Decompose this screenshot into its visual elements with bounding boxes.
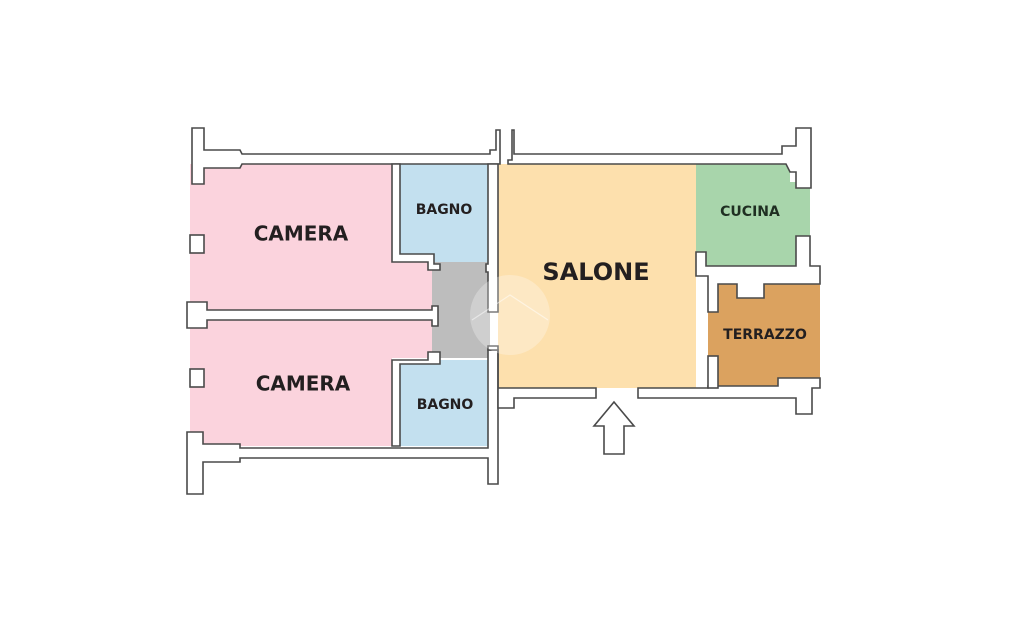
label-bagno-bottom: BAGNO xyxy=(417,397,474,413)
label-camera-bottom: CAMERA xyxy=(256,372,351,396)
label-bagno-top: BAGNO xyxy=(416,202,473,218)
room-hallway-fill xyxy=(432,262,490,358)
wall-top-right xyxy=(507,127,812,189)
wall-salone-left-lower xyxy=(487,345,597,409)
wall-top-left xyxy=(191,127,501,185)
wall-kitchen-partition xyxy=(695,235,821,313)
entrance-arrow-icon xyxy=(592,400,636,455)
wall-bagno-top xyxy=(391,163,441,271)
label-cucina: CUCINA xyxy=(720,204,780,220)
wall-salone-left-upper xyxy=(485,163,499,313)
label-camera-top: CAMERA xyxy=(254,222,349,246)
room-terrazzo-fill xyxy=(708,284,820,386)
wall-terrazzo-stub xyxy=(707,355,719,389)
room-bagno-top-fill xyxy=(400,164,488,262)
room-camera-bottom-fill xyxy=(190,320,432,446)
room-camera-top-fill xyxy=(190,164,432,310)
window-left-top xyxy=(189,234,205,254)
room-fills xyxy=(190,164,820,446)
room-salone-fill xyxy=(498,164,696,388)
window-left-bottom xyxy=(189,368,205,388)
walls xyxy=(186,127,821,495)
wall-bagno-bottom xyxy=(391,351,441,447)
room-bagno-bottom-fill xyxy=(400,360,488,446)
label-salone: SALONE xyxy=(542,258,649,286)
wall-camera-divider xyxy=(186,301,439,329)
label-terrazzo: TERRAZZO xyxy=(723,327,807,343)
watermark-logo xyxy=(470,275,550,355)
room-cucina-fill xyxy=(696,164,810,266)
